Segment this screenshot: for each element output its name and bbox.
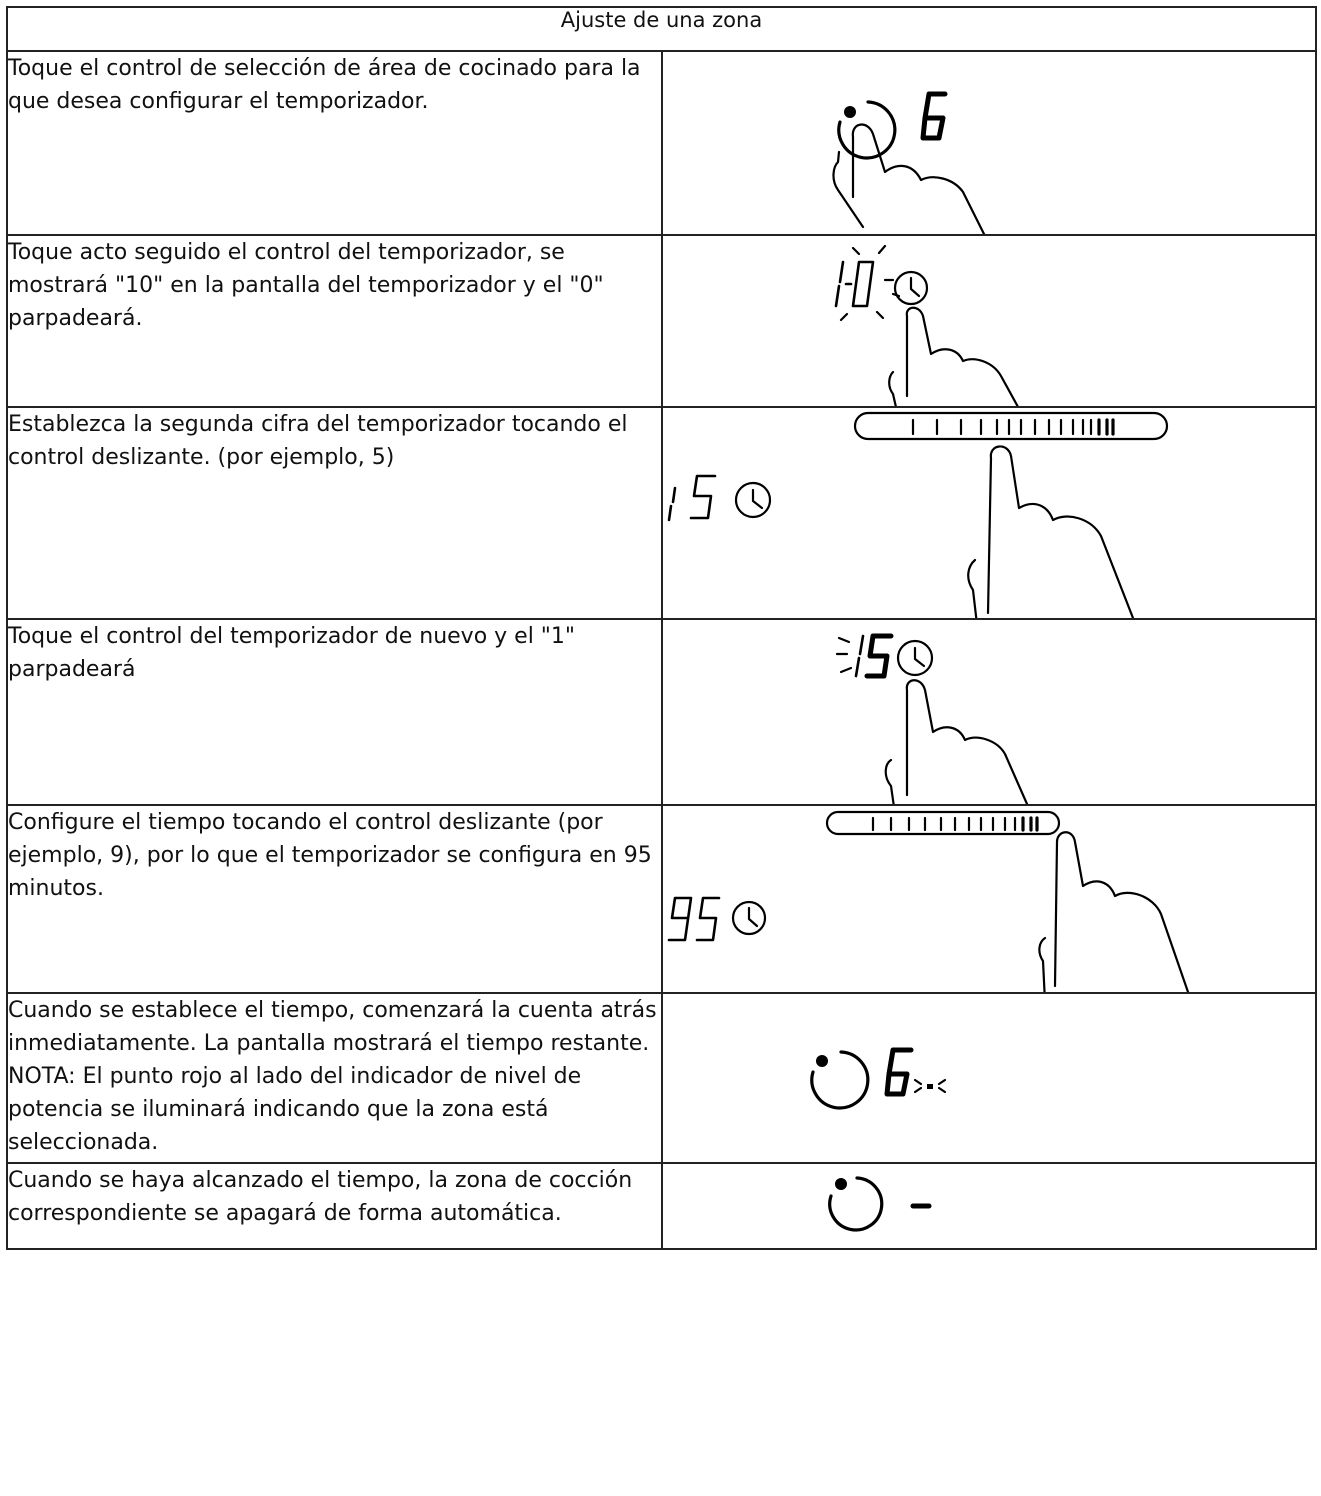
blink-rays-icon (835, 636, 852, 674)
table-row: Cuando se haya alcanzado el tiempo, la z… (6, 1162, 1317, 1250)
table-row: Establezca la segunda cifra del temporiz… (6, 406, 1317, 620)
slider-control-icon (853, 411, 1168, 441)
timer-clock-icon (896, 639, 933, 677)
instruction-table: Ajuste de una zona Toque el control de s… (6, 6, 1317, 1250)
table-title: Ajuste de una zona (6, 6, 1317, 52)
step-1-text: Toque el control de selección de área de… (6, 50, 663, 236)
blink-rays-icon (839, 244, 900, 322)
step-2-text: Toque acto seguido el control del tempor… (6, 234, 663, 408)
timer-digits (667, 474, 716, 522)
step-5-illustration (660, 804, 1317, 994)
slider-control-icon (825, 810, 1060, 836)
timer-digits (854, 633, 893, 679)
timer-clock-icon (731, 900, 766, 936)
timer-clock-icon (893, 270, 928, 306)
table-header-row: Ajuste de una zona (6, 6, 1317, 52)
step-2-illustration (660, 234, 1317, 408)
step-3-illustration (660, 406, 1317, 620)
table-row: Toque el control de selección de área de… (6, 50, 1317, 236)
step-1-illustration (660, 50, 1317, 236)
step-3-text: Establezca la segunda cifra del temporiz… (6, 406, 663, 620)
timer-digits (834, 260, 874, 308)
step-6-text: Cuando se establece el tiempo, comenzará… (6, 992, 663, 1164)
timer-digits (667, 896, 720, 942)
table-row: Toque el control del temporizador de nue… (6, 618, 1317, 806)
step-7-illustration (660, 1162, 1317, 1250)
table-row: Cuando se establece el tiempo, comenzará… (6, 992, 1317, 1164)
step-5-text: Configure el tiempo tocando el control d… (6, 804, 663, 994)
blink-rays-icon (913, 1078, 946, 1094)
zone-select-icon (836, 100, 896, 160)
pointing-hand-icon (1037, 831, 1189, 992)
zone-select-icon (827, 1176, 883, 1232)
step-4-illustration (660, 618, 1317, 806)
table-row: Toque acto seguido el control del tempor… (6, 234, 1317, 408)
step-4-text: Toque el control del temporizador de nue… (6, 618, 663, 806)
pointing-hand-icon (966, 445, 1134, 618)
step-7-text: Cuando se haya alcanzado el tiempo, la z… (6, 1162, 663, 1250)
zone-select-icon (809, 1050, 869, 1110)
pointing-hand-icon (887, 306, 1019, 406)
table-row: Configure el tiempo tocando el control d… (6, 804, 1317, 994)
timer-clock-icon (734, 481, 771, 519)
step-6-illustration (660, 992, 1317, 1164)
power-level-digit (884, 1047, 913, 1097)
pointing-hand-icon (831, 123, 985, 234)
power-level-digit (920, 91, 947, 141)
pointing-hand-icon (884, 679, 1028, 804)
